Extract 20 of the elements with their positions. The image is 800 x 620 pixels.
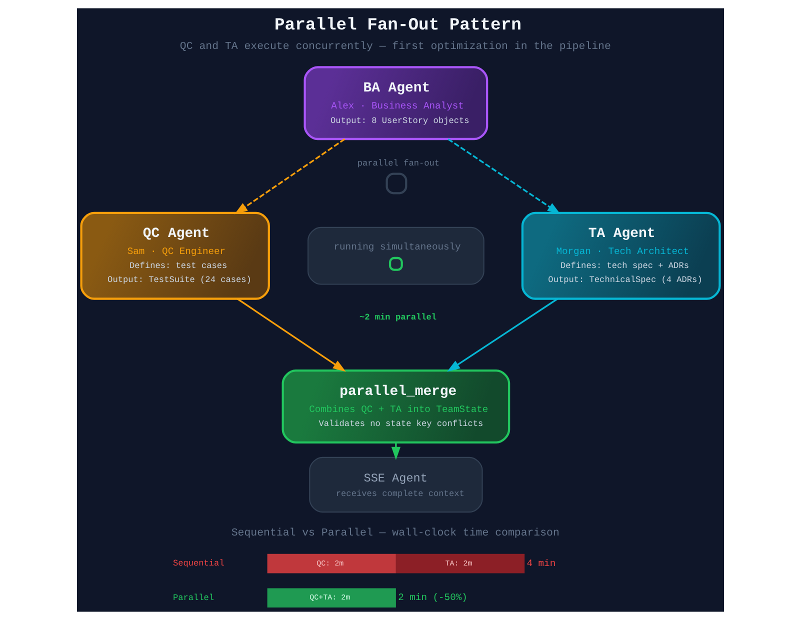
arrow bbox=[234, 138, 345, 214]
label: QC and TA execute concurrently — first optimization in the pipeline bbox=[179, 40, 610, 53]
label: Sequential vs Parallel — wall-clock time comparison bbox=[230, 528, 559, 540]
node-box: BA Agent Alex · Business Analyst Output: 8 UserStory objects bbox=[303, 66, 488, 140]
node-box: running simultaneously bbox=[307, 226, 484, 285]
node-box: parallel_merge Combines QC + TA into TeamState Validates no state key conflicts bbox=[281, 370, 510, 444]
arrow bbox=[236, 298, 346, 372]
diagram-title: Parallel Fan-Out Pattern bbox=[274, 16, 521, 36]
label: Parallel bbox=[172, 592, 214, 603]
label: 2 min (-50%) bbox=[398, 592, 467, 604]
node-label: ~2 min parallel bbox=[358, 312, 436, 323]
node-box: TA Agent Morgan · Tech Architect Defines: tech spec + ADRs Output: TechnicalSpec (4 ADRs) bbox=[520, 212, 720, 300]
label: parallel fan-out bbox=[356, 158, 440, 169]
arrow bbox=[447, 138, 560, 214]
node-box: QC Agent Sam · QC Engineer Defines: test cases Output: TestSuite (24 cases) bbox=[80, 212, 270, 300]
arrow bbox=[390, 442, 400, 460]
label: 4 min bbox=[526, 558, 556, 569]
node-box: SSE Agent receives complete context bbox=[308, 456, 482, 513]
arrow bbox=[446, 298, 558, 372]
label: Sequential bbox=[172, 558, 224, 569]
